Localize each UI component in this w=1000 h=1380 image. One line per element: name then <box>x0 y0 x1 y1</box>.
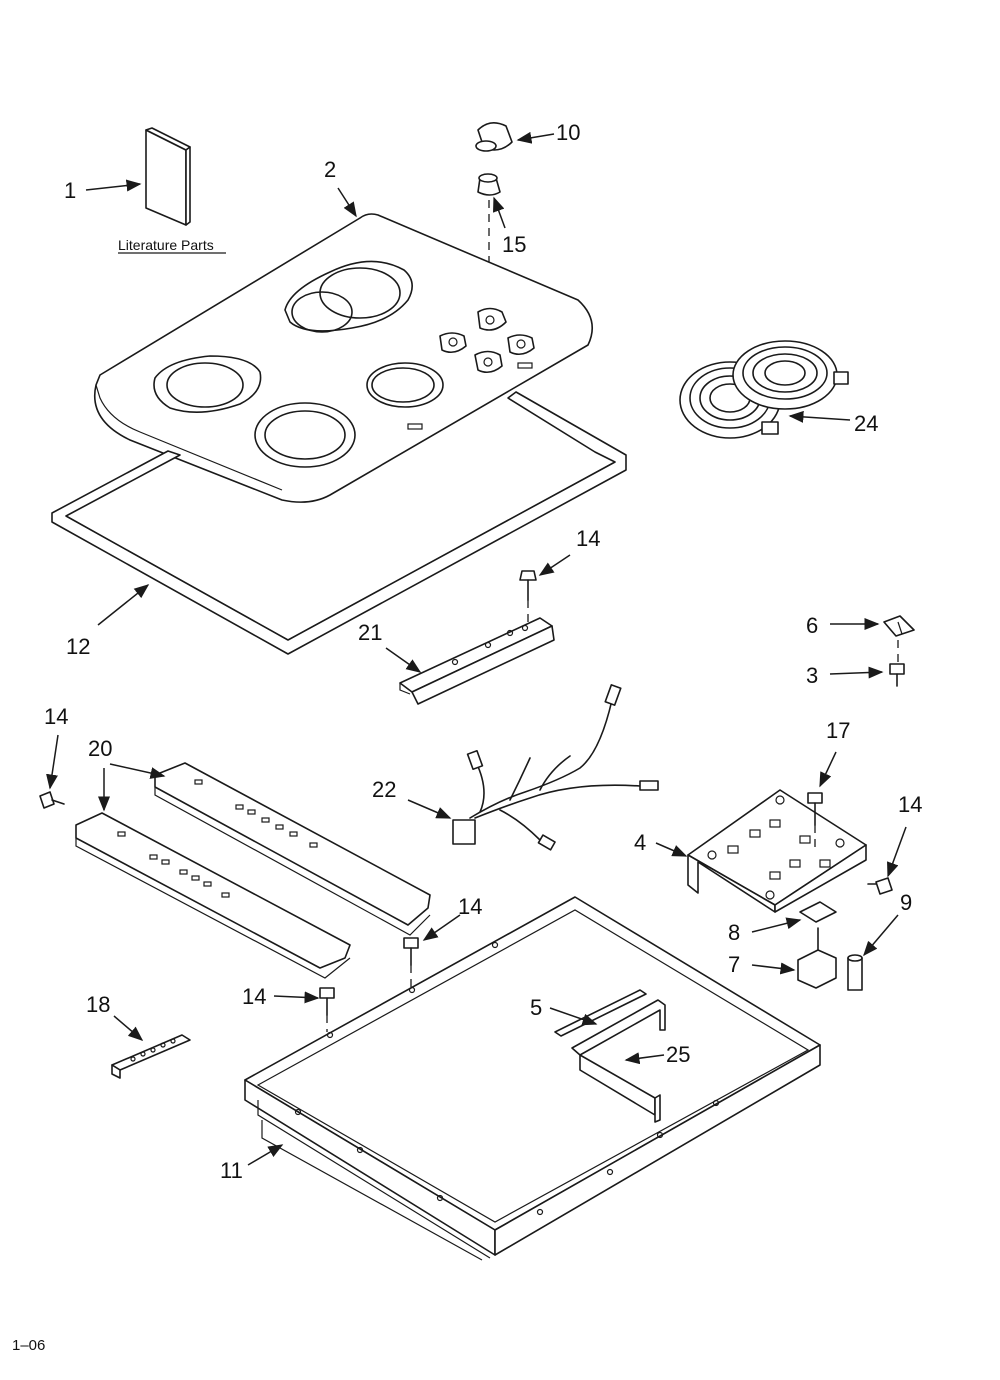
callout-15: 15 <box>502 232 526 257</box>
switch <box>751 927 837 989</box>
base-pan <box>244 896 821 1261</box>
callout-18: 18 <box>86 992 110 1017</box>
callout-6: 6 <box>806 613 818 638</box>
callout-1: 1 <box>64 178 76 203</box>
footer-code: 1–06 <box>12 1337 45 1354</box>
callout-20: 20 <box>88 736 112 761</box>
literature-booklet <box>85 127 191 226</box>
side-bracket-upper <box>109 762 431 936</box>
callout-labels: 1 2 3 4 5 6 7 8 9 10 11 12 14 14 14 14 1… <box>12 120 922 1354</box>
screw <box>519 554 571 601</box>
support-bracket <box>571 999 666 1123</box>
callout-25: 25 <box>666 1042 690 1067</box>
screw <box>403 914 461 966</box>
callout-12: 12 <box>66 634 90 659</box>
callout-14-lower: 14 <box>242 984 266 1009</box>
glass-gasket <box>51 391 627 655</box>
control-mounting-bracket <box>655 789 867 913</box>
cooktop-glass-top <box>94 187 594 503</box>
callout-10: 10 <box>556 120 580 145</box>
screw <box>39 734 65 809</box>
callout-21: 21 <box>358 620 382 645</box>
callout-8: 8 <box>728 920 740 945</box>
callout-7: 7 <box>728 952 740 977</box>
callout-24: 24 <box>854 411 878 436</box>
callout-14-left: 14 <box>44 704 68 729</box>
literature-parts-label: Literature Parts <box>118 237 214 253</box>
callout-11: 11 <box>220 1158 243 1183</box>
callout-14-top: 14 <box>576 526 600 551</box>
callout-5: 5 <box>530 995 542 1020</box>
callout-3: 3 <box>806 663 818 688</box>
insulator <box>751 901 837 933</box>
screw <box>807 751 837 826</box>
control-knob <box>475 122 555 152</box>
callout-14-mid: 14 <box>458 894 482 919</box>
radiant-surface-element <box>679 340 851 439</box>
knob-bezel <box>477 173 506 229</box>
side-bracket-lower <box>75 768 351 979</box>
indicator-light <box>847 914 899 991</box>
wire-harness <box>407 684 659 851</box>
screw <box>867 826 907 895</box>
terminal-strip <box>111 1015 191 1079</box>
callout-4: 4 <box>634 830 646 855</box>
callout-22: 22 <box>372 777 396 802</box>
callout-2: 2 <box>324 157 336 182</box>
strip <box>549 989 647 1037</box>
clip <box>830 615 915 637</box>
callout-9: 9 <box>900 890 912 915</box>
screw <box>273 987 335 1016</box>
callout-17: 17 <box>826 718 850 743</box>
screw <box>829 663 905 687</box>
callout-14-right: 14 <box>898 792 922 817</box>
front-bracket <box>385 617 555 705</box>
